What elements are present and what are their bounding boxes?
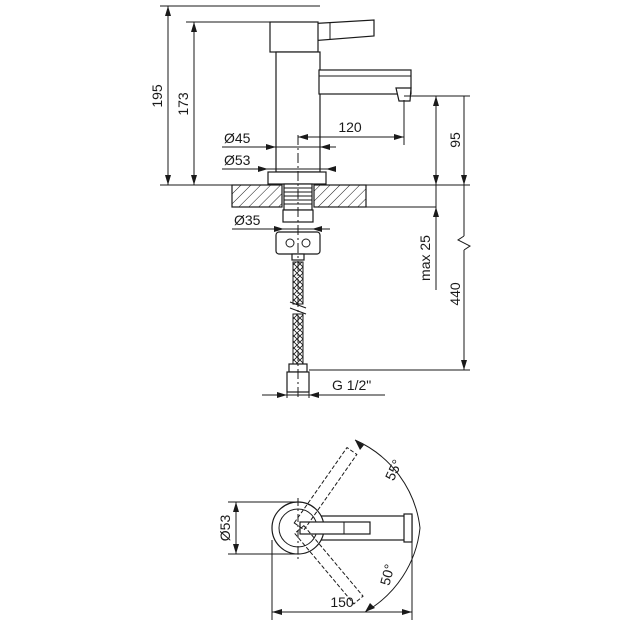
label-total-height: 195 — [149, 84, 165, 108]
label-spout-reach: 120 — [338, 119, 362, 135]
dim-shank-diameter: Ø35 — [232, 212, 330, 232]
dim-outlet-height: 95 — [404, 95, 470, 186]
faucet-base — [267, 171, 327, 185]
side-view-faucet — [267, 19, 412, 185]
countertop-right — [313, 184, 367, 208]
plan-handle — [299, 521, 371, 535]
countertop-section — [231, 184, 430, 208]
label-shank-diameter: Ø35 — [234, 212, 261, 228]
dim-spout-reach: 120 — [298, 100, 405, 145]
label-hose-length: 440 — [447, 282, 463, 306]
label-spout-height: 173 — [175, 92, 191, 116]
aerator — [395, 87, 412, 102]
label-outlet-height: 95 — [447, 132, 463, 148]
spout — [318, 69, 412, 95]
dim-spout-height: 173 — [160, 21, 282, 186]
dim-total-height: 195 — [149, 5, 320, 185]
label-plan-length: 150 — [330, 594, 354, 610]
label-body-diameter: Ø45 — [224, 130, 251, 146]
label-hose-thread: G 1/2" — [332, 377, 371, 393]
faucet-body — [275, 51, 321, 173]
dim-plan-length: 150 — [271, 540, 413, 620]
dim-plan-diameter: Ø53 — [217, 501, 298, 555]
label-max-counter: max 25 — [417, 235, 433, 281]
dim-hose-length: 440 — [309, 96, 471, 371]
label-base-diameter: Ø53 — [224, 152, 251, 168]
dim-max-counter: max 25 — [417, 185, 439, 290]
label-plan-diameter: Ø53 — [217, 515, 233, 542]
dim-body-diameter: Ø45 — [222, 130, 336, 150]
countertop-left — [231, 184, 283, 208]
dim-hose-thread: G 1/2" — [262, 377, 385, 398]
dim-base-diameter: Ø53 — [222, 152, 336, 172]
label-angle-front: 50° — [377, 562, 398, 587]
cartridge-cap — [269, 21, 319, 53]
plan-view: 55° 50° — [271, 439, 421, 613]
